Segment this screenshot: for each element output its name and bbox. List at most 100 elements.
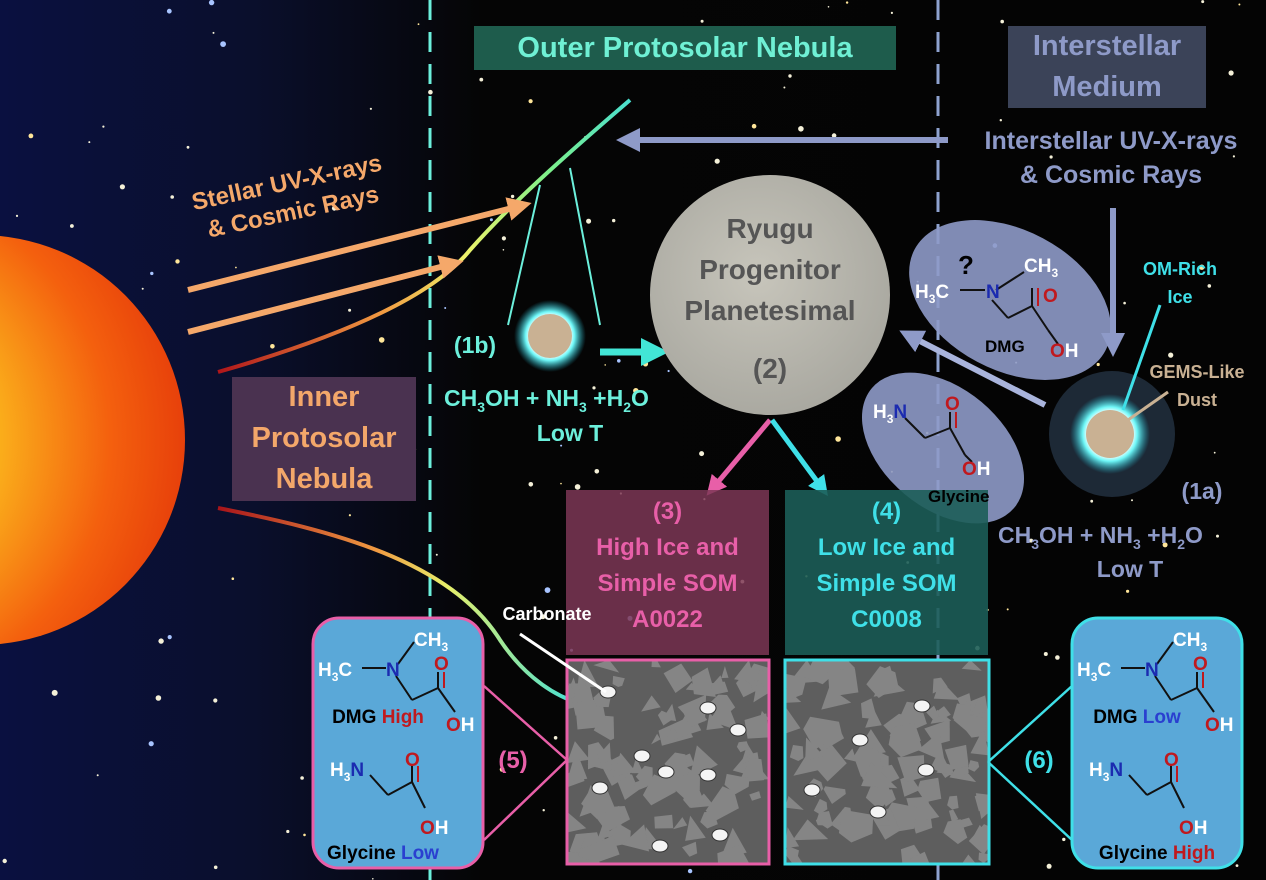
texture-grain: [906, 796, 933, 834]
om-rich-line2: Ice: [1167, 287, 1193, 307]
dmg-oh-label: OH: [1050, 341, 1079, 362]
star: [1006, 608, 1009, 611]
star: [604, 364, 606, 366]
box-6-gly-name: Glycine: [1098, 843, 1168, 864]
star: [212, 31, 215, 34]
star: [1207, 284, 1212, 288]
glycine-structure: [904, 412, 973, 463]
texture-grain: [879, 809, 890, 826]
star: [542, 809, 545, 812]
star: [835, 436, 841, 442]
formula-1a: CH3OH + NH3 +H2O: [998, 522, 1203, 552]
grain-to-planetesimal-arrow: [899, 330, 1047, 408]
ism-title-line2: Medium: [1052, 71, 1162, 103]
box-5-dmg-label: DMG High: [313, 707, 443, 729]
star: [119, 184, 125, 190]
star: [1049, 155, 1053, 159]
texture-grain: [567, 684, 576, 702]
planetesimal-number: (2): [752, 353, 788, 384]
star: [428, 89, 433, 95]
om-rich-line1: OM-Rich: [1143, 259, 1217, 279]
box-5-gly-level: Low: [400, 843, 439, 864]
texture-grain: [961, 660, 982, 671]
ice-grain-1a: [1086, 410, 1134, 458]
panel-3-background: [566, 490, 769, 655]
texture-grain: [930, 749, 954, 777]
star: [1000, 19, 1004, 24]
texture-grain: [741, 757, 765, 782]
texture-grain: [577, 674, 588, 690]
inner-title-line3: Nebula: [275, 463, 373, 495]
interstellar-label-line1: Interstellar UV-X-rays: [984, 127, 1238, 155]
texture-grain: [792, 819, 829, 841]
star: [102, 125, 105, 128]
texture-grain: [947, 795, 959, 810]
box6-oh: OH: [1205, 715, 1234, 736]
texture-grain: [785, 827, 800, 848]
glycine-molecule-ellipse: [861, 372, 1025, 524]
panel-4-background: [785, 490, 988, 655]
texture-grain: [838, 809, 874, 843]
texture-grain: [587, 751, 603, 770]
carbonate-pointer: [519, 632, 607, 694]
texture-grain: [924, 719, 950, 745]
box6-gly-o: O: [1164, 750, 1179, 771]
box-5-gly-name: Glycine: [327, 843, 396, 864]
texture-grain: [671, 707, 702, 740]
star: [51, 689, 58, 696]
box6-o: O: [1193, 654, 1208, 675]
box5-h3n: H3N: [330, 760, 364, 784]
step-1b-number: (1b): [453, 332, 497, 358]
star: [88, 141, 91, 144]
star: [378, 337, 385, 343]
callout-lines-5: [483, 685, 568, 841]
zoom-line-left: [507, 184, 541, 326]
star: [890, 11, 894, 14]
star: [788, 74, 792, 78]
texture-grain: [971, 700, 987, 716]
star: [231, 577, 235, 580]
carbonate-grain: [699, 701, 717, 715]
carbonate-grain: [803, 783, 821, 797]
inner-title-line1: Inner: [288, 381, 360, 413]
texture-grain: [665, 726, 680, 741]
star: [1131, 499, 1133, 502]
ism-title-line1: Interstellar: [1032, 30, 1182, 62]
texture-grain: [593, 660, 620, 673]
texture-grain: [657, 710, 674, 726]
star: [141, 287, 144, 290]
star: [208, 0, 215, 6]
ice-grain-1b: [528, 314, 572, 358]
star: [687, 868, 693, 874]
step-1a-condition: Low T: [1096, 556, 1164, 582]
box5-o: O: [434, 654, 449, 675]
texture-grain: [861, 762, 898, 789]
star: [1096, 362, 1100, 367]
box-6-dmg-label: DMG Low: [1072, 707, 1202, 729]
texture-grain: [700, 811, 716, 829]
star: [1235, 864, 1239, 867]
texture-grain: [567, 851, 582, 864]
texture-grain: [717, 845, 750, 864]
carbonate-grain: [591, 781, 609, 795]
box-5-gly-label: Glycine Low: [313, 843, 453, 865]
carbonate-grain: [851, 733, 869, 747]
star: [489, 218, 493, 222]
texture-grain: [580, 835, 620, 864]
panel-3-number: (3): [652, 498, 683, 525]
star: [158, 638, 164, 644]
dmg-molecule-ellipse: [909, 220, 1111, 380]
texture-grain: [641, 695, 661, 712]
star: [499, 767, 505, 772]
texture-grain: [813, 798, 828, 815]
texture-grain: [691, 667, 716, 697]
star: [1126, 589, 1130, 593]
texture-grain: [803, 716, 842, 750]
texture-grain: [865, 785, 893, 810]
box5-oh: OH: [446, 715, 475, 736]
star: [544, 587, 551, 593]
star: [1062, 837, 1066, 842]
star: [167, 635, 172, 640]
texture-grain: [785, 846, 799, 864]
